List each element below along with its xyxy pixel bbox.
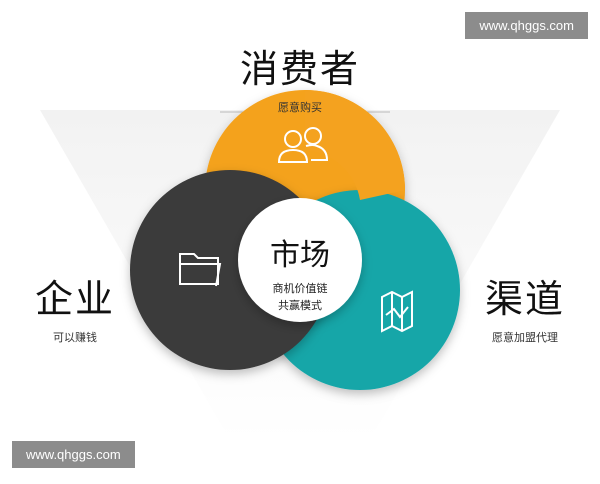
watermark-bottom: www.qhggs.com: [12, 441, 135, 468]
enterprise-subtitle: 可以赚钱: [53, 331, 97, 344]
enterprise-title: 企业: [34, 277, 115, 321]
channel-title: 渠道: [484, 277, 565, 321]
market-line2: 共赢模式: [278, 299, 322, 312]
market-label: 市场 商机价值链 共赢模式: [250, 230, 350, 314]
enterprise-label: 企业 可以赚钱: [20, 268, 130, 345]
market-line1: 商机价值链: [272, 282, 328, 295]
channel-label: 渠道 愿意加盟代理: [470, 268, 580, 345]
market-center-circle: [238, 198, 362, 322]
channel-subtitle: 愿意加盟代理: [492, 331, 558, 344]
consumer-label: 消费者 愿意购买: [220, 38, 380, 115]
market-title: 市场: [270, 238, 330, 273]
folder-icon: [179, 253, 222, 287]
users-icon: [277, 127, 329, 163]
consumer-title: 消费者: [239, 47, 360, 91]
consumer-subtitle: 愿意购买: [278, 101, 322, 114]
consumer-ring-overlap: [305, 90, 405, 200]
map-icon: [381, 290, 413, 333]
watermark-top: www.qhggs.com: [465, 12, 588, 39]
